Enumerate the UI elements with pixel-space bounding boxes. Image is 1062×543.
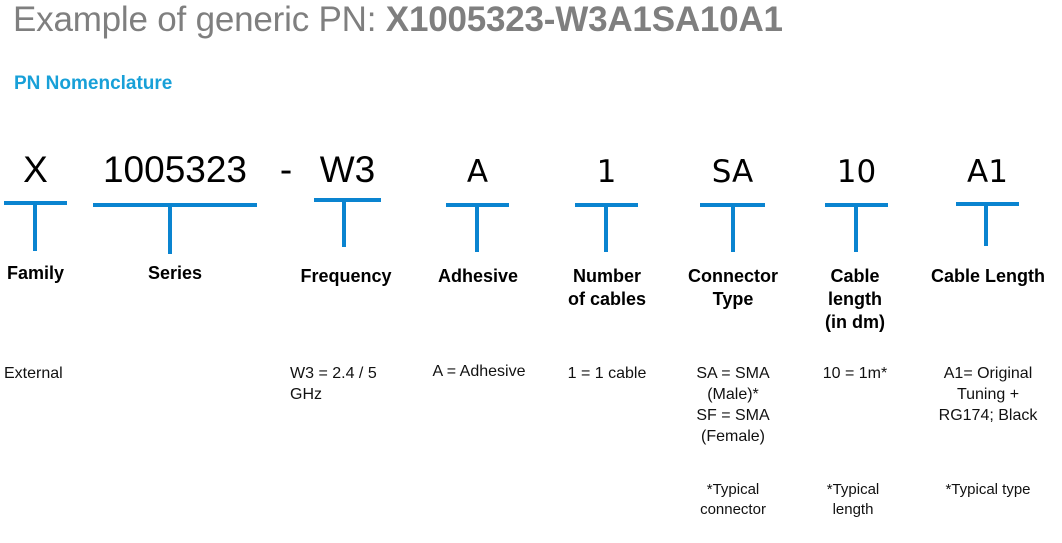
desc-line: A1= Original (943, 365, 1033, 382)
segment-desc-adhesive: A = Adhesive (432, 363, 526, 380)
note-line: *Typical (706, 481, 760, 498)
segment-code-frequency: W3 (319, 149, 376, 190)
note-line: connector (700, 501, 766, 518)
segment-label-cables: Number of cables (552, 265, 662, 311)
note-line: length (832, 501, 874, 518)
segment-label-connector: Connector Type (676, 265, 790, 311)
segment-code-series: 1005323 (102, 149, 248, 190)
title-part-number: X1005323-W3A1SA10A1 (385, 0, 783, 39)
desc-line: GHz (290, 386, 322, 403)
label-line: of cables (567, 289, 647, 309)
label-line: Type (712, 289, 754, 309)
segment-note-cable-length-dm: *Typical length (800, 480, 906, 520)
segment-code-adhesive: A (466, 154, 489, 190)
segment-label-frequency: Frequency (300, 266, 392, 286)
segment-code-connector: SA (711, 154, 754, 190)
bracket-stem-series (168, 203, 172, 254)
label-line: (in dm) (825, 312, 885, 332)
segment-label-series: Series (147, 263, 203, 283)
desc-line: (Male)* (707, 386, 759, 403)
note-line: *Typical (826, 481, 880, 498)
desc-line: SA = SMA (696, 365, 770, 382)
bracket-stem-frequency (342, 198, 346, 247)
segment-desc-cables: 1 = 1 cable (567, 365, 647, 382)
label-line: Connector (688, 266, 778, 286)
segment-note-connector: *Typical connector (676, 480, 790, 520)
segment-code-family: X (23, 149, 48, 190)
segment-desc-cable-length-dm: 10 = 1m* (822, 365, 888, 382)
segment-desc-frequency: W3 = 2.4 / 5 GHz (290, 363, 377, 405)
section-subtitle: PN Nomenclature (14, 73, 173, 94)
bracket-bar-series (93, 203, 257, 207)
desc-line: Tuning + (956, 386, 1020, 403)
title-prefix: Example of generic PN: (13, 0, 386, 39)
page-title: Example of generic PN: X1005323-W3A1SA10… (13, 0, 783, 40)
bracket-stem-cable-type (984, 202, 988, 246)
segment-code-cable-type: A1 (967, 154, 1008, 190)
segment-code-cable-length-dm: 10 (836, 154, 877, 190)
segment-label-cable-length-dm: Cable length (in dm) (805, 265, 905, 334)
segment-desc-family: External (4, 365, 63, 382)
segment-code-cables: 1 (596, 154, 617, 190)
segment-desc-connector: SA = SMA (Male)* SF = SMA (Female) (676, 363, 790, 447)
label-line: length (828, 289, 882, 309)
label-line: Number (572, 266, 641, 286)
segment-note-cable-type: *Typical type (945, 481, 1031, 498)
label-line: Cable (830, 266, 880, 286)
bracket-stem-cables (604, 203, 608, 252)
bracket-stem-adhesive (475, 203, 479, 252)
segment-label-adhesive: Adhesive (437, 266, 519, 286)
segment-label-family: Family (6, 263, 65, 283)
bracket-stem-cable-length-dm (854, 203, 858, 252)
bracket-stem-connector (731, 203, 735, 252)
desc-line: (Female) (700, 428, 765, 445)
segment-label-cable-type: Cable Length (930, 266, 1045, 286)
bracket-bar-frequency (314, 198, 381, 202)
segment-separator: - (279, 149, 293, 190)
desc-line: RG174; Black (938, 407, 1038, 424)
bracket-stem-family (33, 201, 37, 251)
segment-desc-cable-type: A1= Original Tuning + RG174; Black (918, 363, 1058, 426)
desc-line: SF = SMA (696, 407, 770, 424)
desc-line: W3 = 2.4 / 5 (290, 365, 377, 382)
